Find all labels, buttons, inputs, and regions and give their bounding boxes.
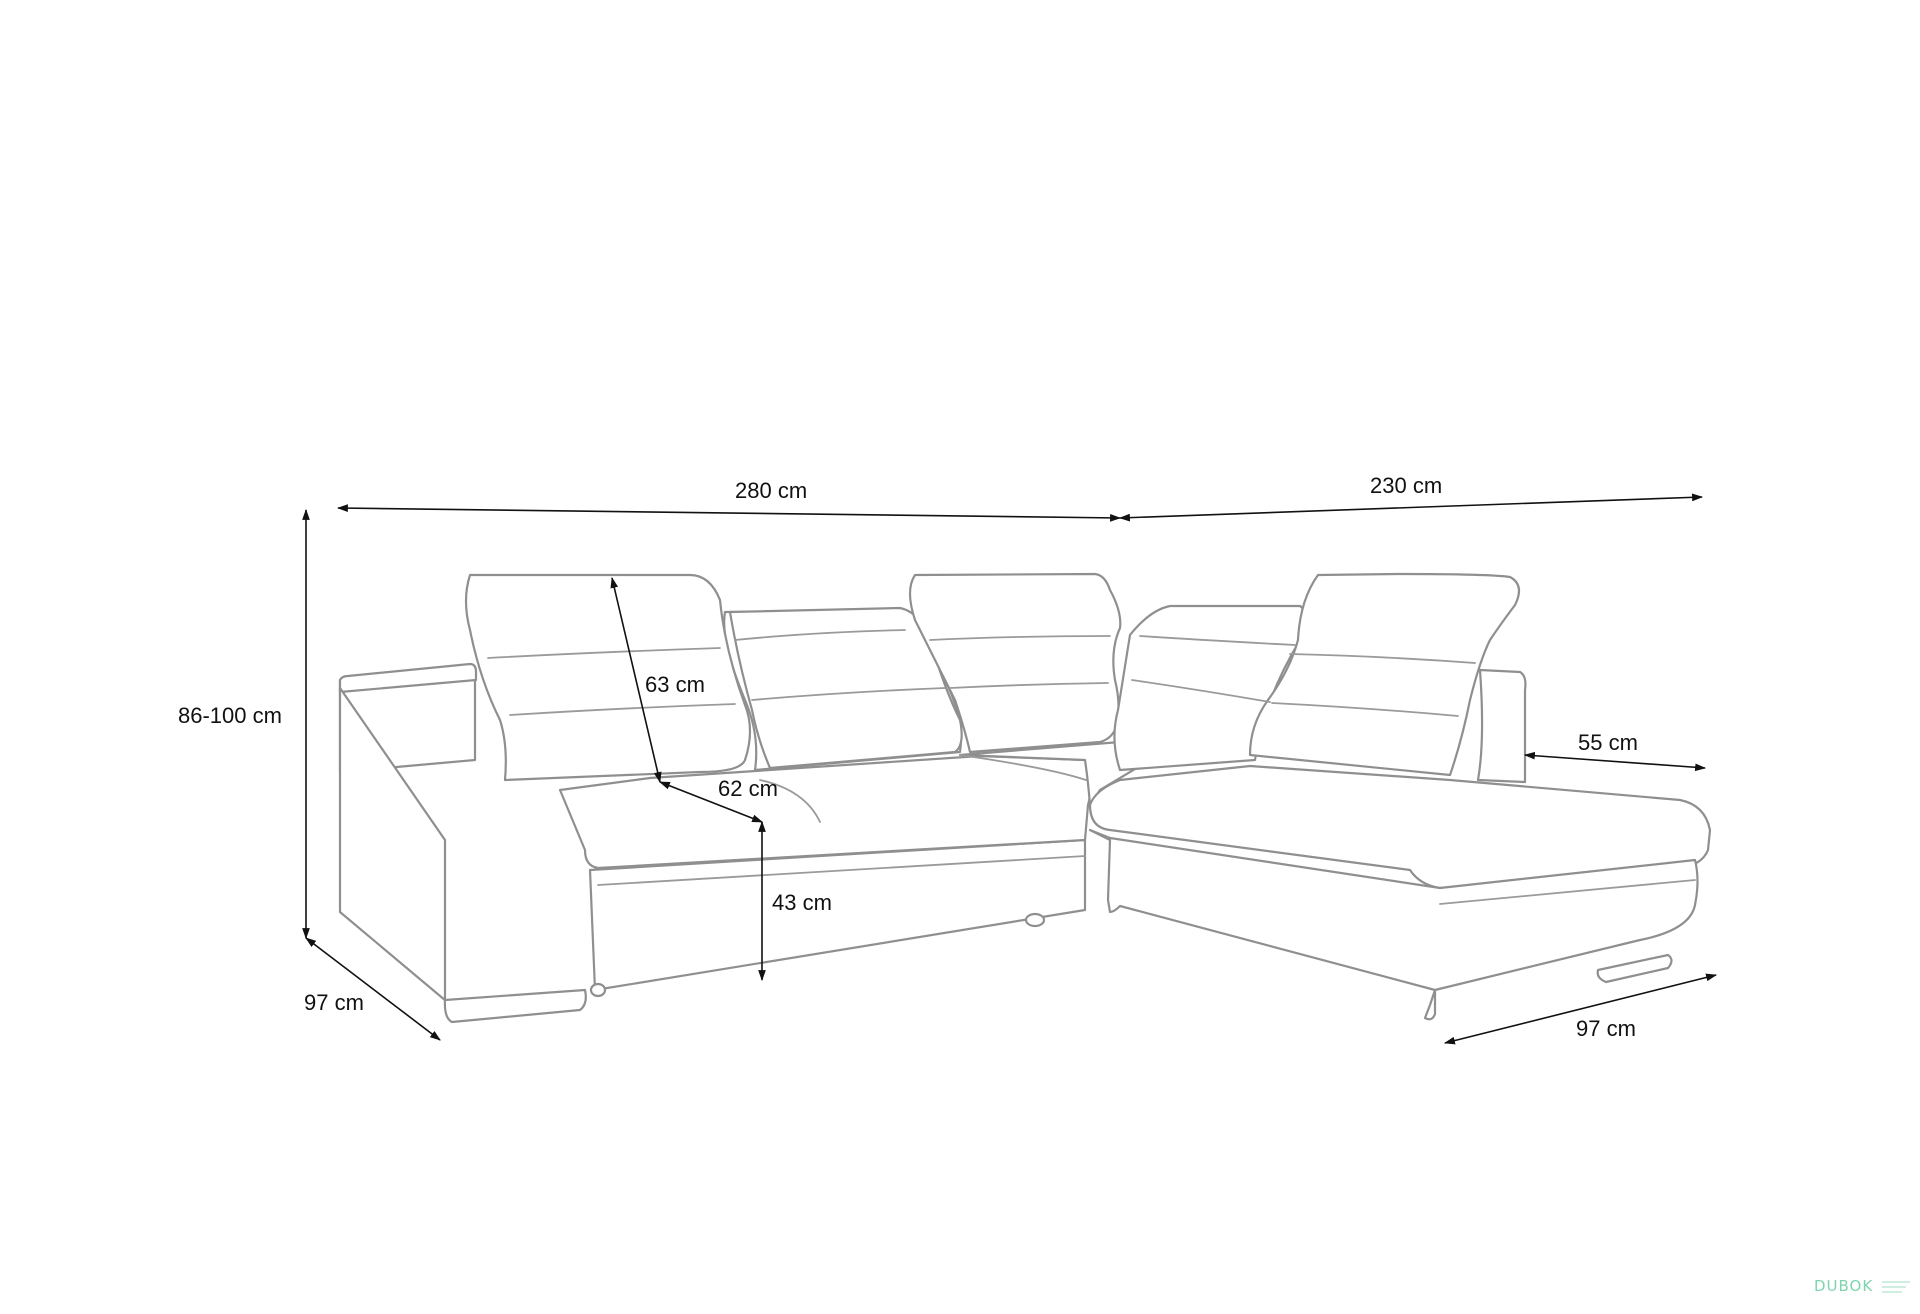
middle-headrest-seam-1 [929, 635, 1111, 641]
foot-chaise [1596, 953, 1673, 984]
right-headrest-seam-1 [1289, 653, 1476, 664]
label-depth-left: 97 cm [304, 990, 364, 1015]
chaise-front-seam [1439, 879, 1696, 905]
dimension-lines [302, 493, 1718, 1045]
label-230: 230 cm [1370, 473, 1442, 498]
right-headrest-seam-2 [1271, 702, 1459, 717]
foot-right [1423, 988, 1437, 1021]
corner-back-seam-1 [1139, 635, 1296, 646]
sofa-outline [338, 572, 1712, 1024]
right-headrest [1248, 572, 1521, 777]
left-headrest [464, 573, 752, 782]
corner-back-seam-2 [1131, 679, 1271, 703]
dimension-labels: 280 cm 230 cm 86-100 cm 97 cm 97 cm 63 c… [178, 473, 1638, 1041]
left-headrest-seam-1 [487, 647, 721, 659]
label-280: 280 cm [735, 478, 807, 503]
dim-line-seat-depth [658, 781, 764, 823]
middle-back-seam-1 [734, 629, 906, 641]
dim-line-depth-left [305, 937, 441, 1041]
label-backrest: 63 cm [645, 672, 705, 697]
chaise-base [1088, 828, 1699, 992]
dim-line-chaise [1523, 751, 1707, 772]
dim-line-depth-right [1443, 973, 1718, 1045]
label-depth-right: 97 cm [1576, 1016, 1636, 1041]
watermark-text: DUBOK [1814, 1277, 1873, 1295]
seat-seam-1 [759, 779, 821, 823]
dim-line-backrest [610, 576, 662, 784]
middle-headrest-seam-2 [949, 682, 1109, 689]
foot-middle-caster [1024, 912, 1046, 928]
left-armrest-side [338, 662, 478, 694]
dim-line-230 [1118, 493, 1704, 522]
label-seat-depth: 62 cm [718, 776, 778, 801]
dim-line-280 [336, 504, 1122, 522]
foot-left [443, 988, 587, 1024]
label-chaise: 55 cm [1578, 730, 1638, 755]
label-height: 86-100 cm [178, 703, 282, 728]
chaise-cushion [1088, 764, 1712, 890]
seat-seam-2 [959, 754, 1087, 781]
label-seat-height: 43 cm [772, 890, 832, 915]
middle-back-seam-2 [751, 687, 946, 701]
watermark-logo: DUBOK [1814, 1277, 1910, 1295]
foot-left-caster [589, 982, 607, 998]
front-seam [597, 855, 1086, 886]
right-back-armrest [1476, 668, 1527, 784]
